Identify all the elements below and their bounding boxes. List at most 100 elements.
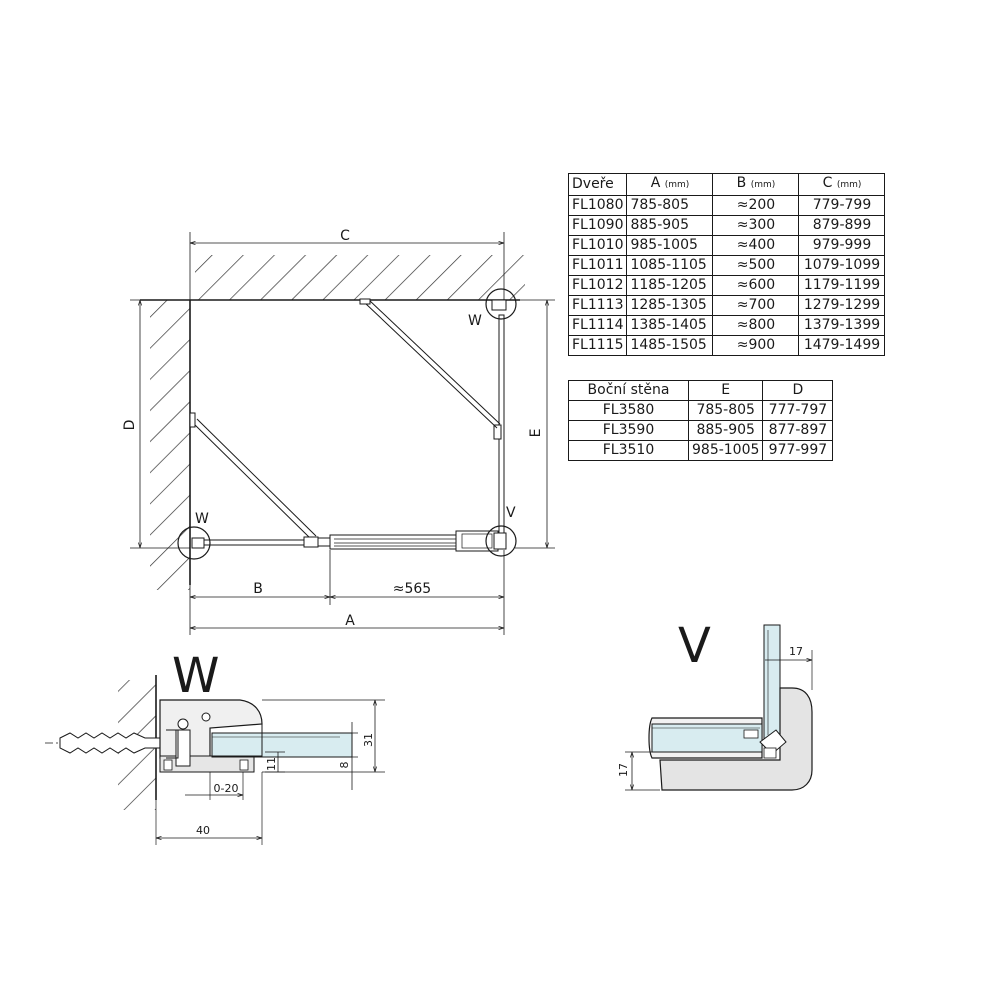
detail-marker-w-left: [177, 526, 211, 560]
doors-cell-model: FL1012: [567, 275, 628, 296]
doors-header-b: B (mm): [712, 173, 800, 196]
doors-cell-a: 1485-1505: [626, 335, 714, 356]
detail-marker-v: [485, 525, 517, 557]
doors-cell-c: 879-899: [798, 215, 886, 236]
detail-marker-w-top: [485, 288, 517, 320]
doors-header-c-label: C: [822, 175, 833, 191]
dimension-d: D: [122, 299, 190, 549]
dimension-door-label: ≈565: [393, 581, 431, 597]
doors-header-a-unit: (mm): [664, 180, 690, 190]
doors-cell-a: 985-1005: [626, 235, 714, 256]
support-bar-left: [189, 412, 317, 541]
doors-header-model-label: Dveře: [572, 176, 614, 192]
detail-v-title: V: [678, 618, 711, 674]
doors-table-header-row: Dveře A (mm) B (mm) C (mm): [567, 173, 886, 196]
doors-cell-model: FL1113: [567, 295, 628, 316]
detail-v: V 17 17: [617, 618, 813, 791]
dimension-40-label: 40: [196, 824, 210, 837]
support-bar-top: [359, 298, 501, 429]
side-cell-model: FL3510: [568, 440, 689, 461]
doors-cell-c: 1279-1299: [798, 295, 886, 316]
doors-cell-model: FL1115: [567, 335, 628, 356]
side-wall-glass: [493, 314, 505, 541]
dimension-0-20-label: 0-20: [214, 782, 239, 795]
hinge-label-w-left: W: [195, 511, 209, 527]
doors-header-b-label: B: [736, 175, 747, 191]
detail-w: W 31 8: [45, 648, 385, 845]
side-cell-e: 785-805: [687, 400, 764, 421]
hinge-label-w-top: W: [468, 313, 482, 329]
dimension-8-label: 8: [338, 762, 351, 769]
side-cell-e: 985-1005: [687, 440, 764, 461]
doors-header-b-unit: (mm): [750, 180, 776, 190]
doors-cell-b: ≈900: [712, 335, 800, 356]
doors-cell-b: ≈300: [712, 215, 800, 236]
dimension-17-top-label: 17: [789, 645, 803, 658]
dimension-31-label: 31: [362, 733, 375, 747]
doors-header-c: C (mm): [798, 173, 886, 196]
side-cell-d: 777-797: [762, 400, 834, 421]
wall-profile: [159, 699, 353, 773]
dimension-c: C: [189, 228, 505, 300]
hinge-label-v: V: [506, 505, 516, 521]
doors-header-c-unit: (mm): [836, 180, 862, 190]
dimension-b-label: B: [253, 581, 263, 597]
side-cell-d: 877-897: [762, 420, 834, 441]
doors-cell-c: 779-799: [798, 195, 886, 216]
doors-cell-b: ≈500: [712, 255, 800, 276]
doors-cell-c: 1379-1399: [798, 315, 886, 336]
doors-cell-b: ≈400: [712, 235, 800, 256]
dimension-17-left-label: 17: [617, 763, 630, 777]
doors-header-model: Dveře: [567, 173, 628, 196]
dimension-11-label: 11: [265, 757, 278, 771]
dimension-e-label: E: [528, 429, 544, 438]
doors-cell-model: FL1080: [567, 195, 628, 216]
doors-cell-b: ≈700: [712, 295, 800, 316]
doors-cell-model: FL1114: [567, 315, 628, 336]
side-cell-model: FL3590: [568, 420, 689, 441]
doors-cell-a: 1285-1305: [626, 295, 714, 316]
side-cell-model: FL3580: [568, 400, 689, 421]
dimension-c-label: C: [340, 228, 350, 244]
side-header-e: E: [687, 380, 764, 401]
doors-cell-b: ≈800: [712, 315, 800, 336]
dimension-d-label: D: [122, 420, 138, 431]
dimension-a: A: [190, 613, 504, 629]
side-header-d: D: [762, 380, 834, 401]
doors-cell-model: FL1010: [567, 235, 628, 256]
doors-cell-c: 979-999: [798, 235, 886, 256]
doors-cell-c: 1079-1099: [798, 255, 886, 276]
doors-cell-a: 1185-1205: [626, 275, 714, 296]
doors-cell-c: 1179-1199: [798, 275, 886, 296]
doors-cell-a: 885-905: [626, 215, 714, 236]
doors-header-a-label: A: [650, 175, 661, 191]
doors-cell-model: FL1011: [567, 255, 628, 276]
doors-cell-c: 1479-1499: [798, 335, 886, 356]
doors-header-a: A (mm): [626, 173, 714, 196]
wall-hatching: [140, 255, 525, 590]
detail-w-title: W: [172, 648, 219, 704]
doors-cell-a: 785-805: [626, 195, 714, 216]
doors-cell-a: 1385-1405: [626, 315, 714, 336]
dimension-e: E: [515, 299, 555, 549]
corner-profile: [648, 624, 813, 791]
side-cell-e: 885-905: [687, 420, 764, 441]
plan-view: C D E: [122, 228, 555, 635]
dimension-a-label: A: [345, 613, 355, 629]
side-table-header-row: Boční stěna E D: [568, 380, 834, 401]
front-glass-and-door: [199, 530, 499, 552]
doors-cell-b: ≈200: [712, 195, 800, 216]
side-header-model: Boční stěna: [568, 380, 689, 401]
